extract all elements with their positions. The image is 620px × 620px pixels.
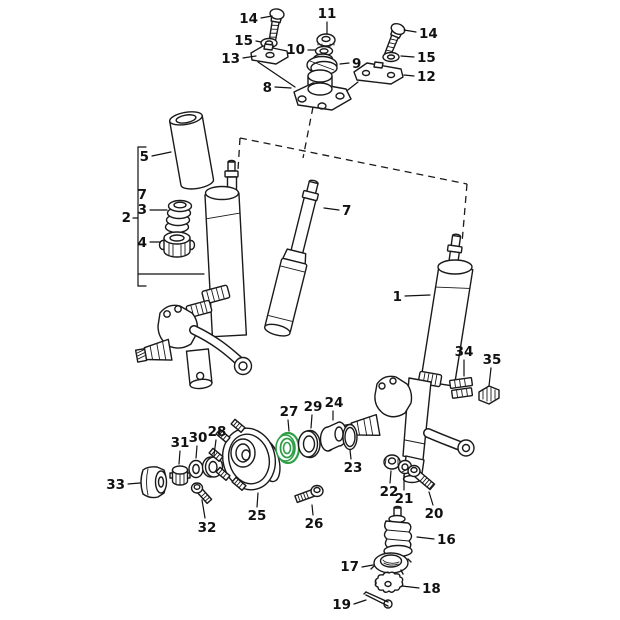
callout-2[interactable]: 2	[122, 210, 131, 226]
part-26-bolt[interactable]	[294, 484, 324, 504]
bracket-group-2	[132, 146, 205, 287]
part-8-strut-mount[interactable]	[293, 69, 352, 111]
left-lower-tube	[185, 348, 213, 390]
leader-lines	[127, 15, 492, 605]
callout-16[interactable]: 16	[437, 532, 456, 548]
callout-23[interactable]: 23	[344, 460, 363, 476]
callout-4[interactable]: 4	[138, 235, 147, 251]
part-16-ball-joint[interactable]	[383, 505, 413, 558]
part-30-thrust-washer[interactable]	[188, 459, 204, 479]
callout-11[interactable]: 11	[318, 6, 337, 22]
callout-8[interactable]: 8	[263, 80, 272, 96]
left-spindle	[134, 338, 173, 363]
part-15-washer-right[interactable]	[382, 51, 400, 63]
part-23-seal-ring[interactable]	[342, 423, 358, 451]
left-strut-assembly[interactable]	[134, 159, 253, 390]
callout-29[interactable]: 29	[304, 399, 323, 415]
callout-5[interactable]: 5	[140, 149, 149, 165]
callout-27[interactable]: 27	[280, 404, 299, 420]
part-18-lock-plate[interactable]	[374, 571, 404, 593]
part-22-nut[interactable]	[383, 454, 401, 470]
callout-15-left[interactable]: 15	[234, 33, 253, 49]
callout-1[interactable]: 1	[393, 289, 402, 305]
part-35-clamp-nut[interactable]	[478, 385, 500, 405]
callout-33[interactable]: 33	[106, 477, 125, 493]
callout-34[interactable]: 34	[455, 344, 474, 360]
part-4-support-bushing[interactable]	[158, 231, 196, 258]
part-12-stop-bracket-right[interactable]	[353, 61, 404, 85]
part-17-threaded-collar[interactable]	[370, 552, 412, 577]
callout-9[interactable]: 9	[352, 56, 361, 72]
callout-14-left[interactable]: 14	[239, 11, 258, 27]
callout-18[interactable]: 18	[422, 581, 441, 597]
wheel-studs	[208, 418, 247, 491]
part-27-bearing-highlighted[interactable]	[275, 431, 301, 465]
part-20-bolt[interactable]	[407, 464, 436, 491]
part-7-shock-cartridge[interactable]	[263, 178, 328, 339]
part-14-bolt-left[interactable]	[265, 8, 285, 47]
callout-12[interactable]: 12	[417, 69, 436, 85]
callout-15-right[interactable]: 15	[417, 50, 436, 66]
callout-31[interactable]: 31	[171, 435, 190, 451]
part-34-clamp[interactable]	[448, 376, 474, 399]
part-33-grease-cap[interactable]	[140, 466, 168, 499]
callout-17[interactable]: 17	[340, 559, 359, 575]
part-29-seal[interactable]	[297, 429, 321, 459]
part-19-cotter-pin[interactable]	[363, 591, 393, 609]
callout-20[interactable]: 20	[425, 506, 444, 522]
callout-22[interactable]: 22	[380, 484, 399, 500]
part-3-rubber-buffer[interactable]	[164, 199, 193, 234]
part-32-bolt[interactable]	[190, 482, 213, 505]
part-25-wheel-hub[interactable]	[208, 418, 284, 495]
callout-7[interactable]: 7	[342, 203, 351, 219]
callout-26[interactable]: 26	[305, 516, 324, 532]
callout-28[interactable]: 28	[208, 424, 227, 440]
part-13-stop-bracket[interactable]	[250, 43, 289, 65]
callout-24[interactable]: 24	[325, 395, 344, 411]
part-5-bump-stop-tube[interactable]	[168, 110, 215, 192]
part-31-castle-nut[interactable]	[169, 465, 191, 486]
left-strut-clamp-upper	[201, 284, 231, 305]
bracket-13-attach-line	[257, 61, 296, 88]
callout-35[interactable]: 35	[483, 352, 502, 368]
part-11-nut[interactable]	[316, 33, 336, 48]
callout-labels: 14 15 13 11 10 9 8 14 15 12 5 7 3 4 2 7 …	[106, 6, 501, 613]
callout-10[interactable]: 10	[286, 42, 305, 58]
callout-7-list[interactable]: 7	[138, 187, 147, 203]
callout-3[interactable]: 3	[138, 202, 147, 218]
callout-32[interactable]: 32	[198, 520, 217, 536]
callout-21[interactable]: 21	[395, 491, 414, 507]
callout-13[interactable]: 13	[221, 51, 240, 67]
assembly-frame-dashed-lines	[237, 106, 468, 244]
callout-30[interactable]: 30	[189, 430, 208, 446]
callout-19[interactable]: 19	[332, 597, 351, 613]
callout-25[interactable]: 25	[248, 508, 267, 524]
callout-14-right[interactable]: 14	[419, 26, 438, 42]
